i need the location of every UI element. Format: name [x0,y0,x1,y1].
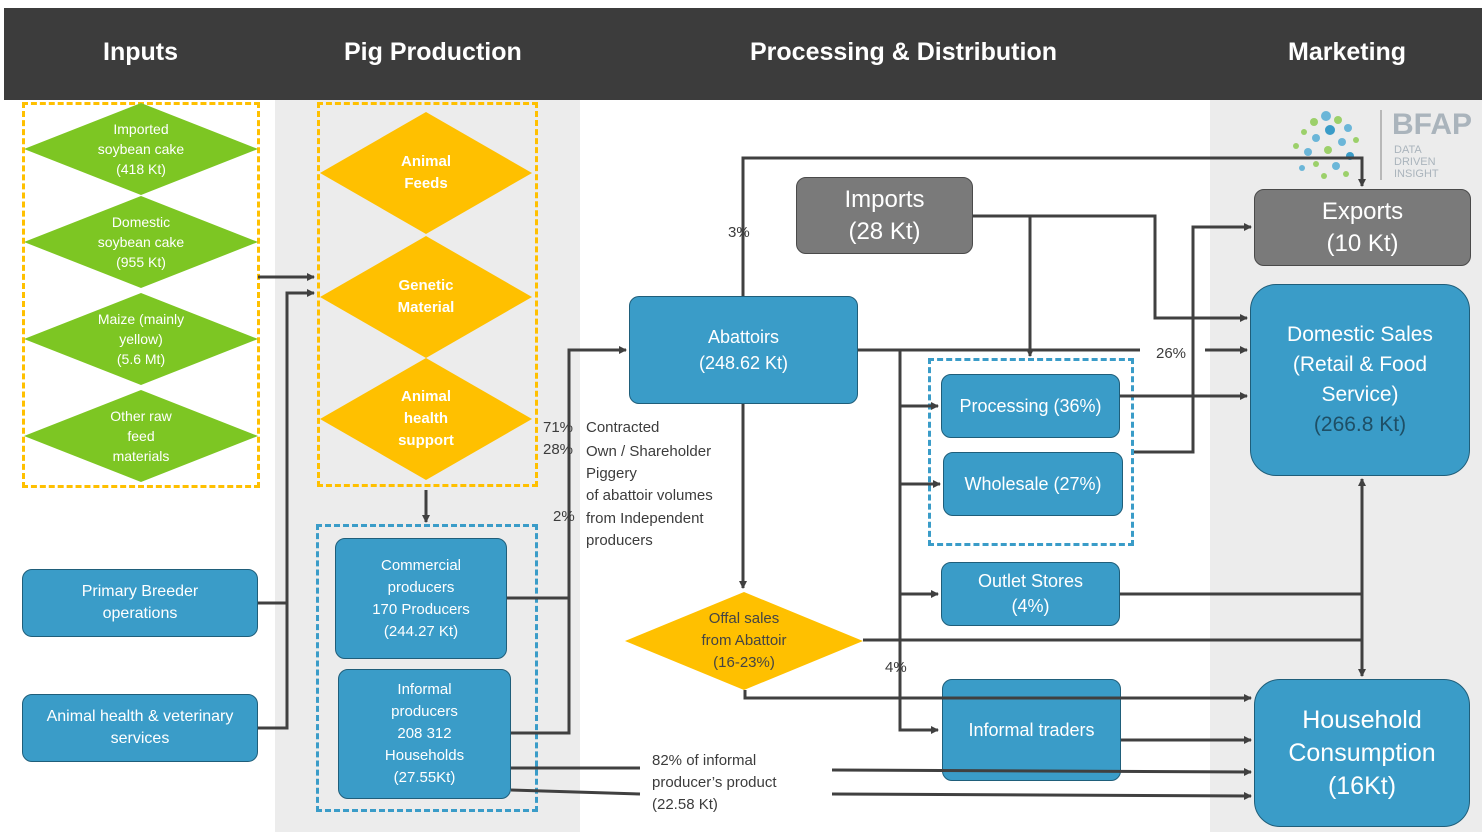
production-inputs-dashed-group [317,102,538,487]
domestic-sales-value: (266.8 Kt) [1313,413,1407,436]
label-2-percent: 2% [553,508,575,525]
logo-tagline: DATA DRIVEN INSIGHT [1394,144,1439,180]
outlet-stores-box: Outlet Stores (4%) [941,562,1120,626]
producers-dashed-group [316,524,538,812]
processing-wholesale-dashed-group [928,358,1134,546]
informal-producers-box: Informal producers 208 312 Households (2… [338,669,511,799]
logo-name: BFAP [1392,108,1473,141]
logo-dots-icon [1293,111,1359,179]
processing-box: Processing (36%) [941,374,1120,438]
header-inputs: Inputs [103,38,178,66]
label-contracted: Contracted [586,419,660,436]
header-marketing: Marketing [1288,38,1407,66]
imports-box: Imports (28 Kt) [796,177,973,254]
label-3-percent: 3% [728,224,750,241]
informal-traders-box: Informal traders [942,679,1121,781]
wholesale-box: Wholesale (27%) [943,452,1123,516]
domestic-sales-label: Domestic Sales (Retail & Food Service) [1287,323,1433,406]
animal-health-veterinary-box: Animal health & veterinary services [22,694,258,762]
header-pig-production: Pig Production [344,38,522,66]
header-bar [4,8,1482,100]
commercial-producers-box: Commercial producers 170 Producers (244.… [335,538,507,659]
household-consumption-box: Household Consumption (16Kt) [1254,679,1470,827]
primary-breeder-box: Primary Breeder operations [22,569,258,637]
label-26-percent: 26% [1156,345,1187,362]
domestic-sales-box: Domestic Sales (Retail & Food Service) (… [1250,284,1470,476]
label-71-percent: 71% [543,419,574,436]
label-informal-share: 82% of informal producer’s product (22.5… [652,752,777,813]
label-independent: from Independent producers [586,510,704,549]
header-processing-distribution: Processing & Distribution [750,38,1057,66]
label-4-percent: 4% [885,659,907,676]
exports-box: Exports (10 Kt) [1254,189,1471,266]
abattoirs-box: Abattoirs (248.62 Kt) [629,296,858,404]
bfap-logo: BFAP DATA DRIVEN INSIGHT [1286,106,1476,184]
label-own-shareholder: Own / Shareholder Piggery of abattoir vo… [586,443,713,504]
label-28-percent: 28% [543,441,574,458]
